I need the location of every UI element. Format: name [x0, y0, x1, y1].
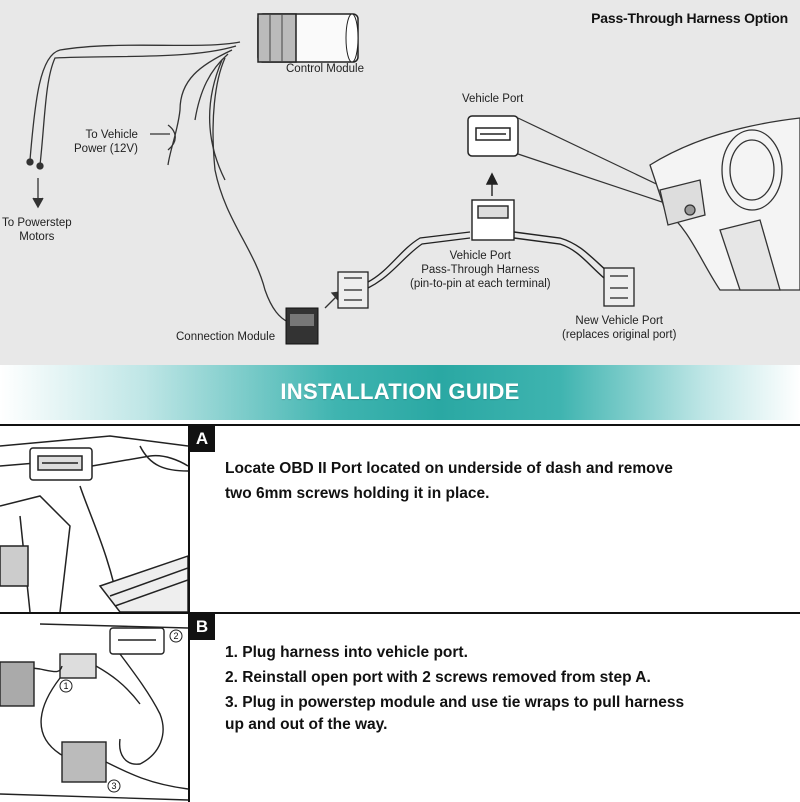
wiring-diagram: Pass-Through Harness Option Control Modu…	[0, 0, 800, 365]
step-a-badge: A	[189, 426, 215, 452]
obd-port-under-dash-sketch	[0, 435, 188, 612]
step-b: 1 2 3 B 1. Plug harness into vehicle por…	[0, 612, 800, 802]
step-a-line: Locate OBD II Port located on underside …	[225, 460, 673, 477]
new-port-line-2: (replaces original port)	[562, 329, 677, 341]
harness-right-connector	[603, 267, 635, 307]
step-b-badge: B	[189, 614, 215, 640]
to-vehicle-power-line-1: To Vehicle	[85, 129, 138, 141]
installation-banner: INSTALLATION GUIDE	[0, 365, 800, 420]
callout-2: 2	[173, 631, 178, 641]
to-powerstep-line-2: Motors	[19, 231, 55, 243]
step-b-item: up and out of the way.	[225, 716, 388, 733]
connection-module-shape	[285, 307, 319, 345]
step-a-line: two 6mm screws holding it in place.	[225, 485, 490, 502]
to-vehicle-power-label: To Vehicle Power (12V)	[74, 128, 138, 156]
harness-line-2: Pass-Through Harness	[421, 264, 540, 276]
control-module-shape	[257, 13, 359, 63]
step-b-item: 1. Plug harness into vehicle port.	[225, 644, 468, 661]
step-b-illustration: 1 2 3	[0, 614, 190, 802]
new-port-line-1: New Vehicle Port	[575, 315, 663, 327]
step-b-item: 2. Reinstall open port with 2 screws rem…	[225, 669, 651, 686]
harness-label: Vehicle Port Pass-Through Harness (pin-t…	[410, 249, 551, 291]
step-b-item: 3. Plug in powerstep module and use tie …	[225, 694, 685, 711]
banner-title: INSTALLATION GUIDE	[280, 379, 520, 404]
callout-3: 3	[111, 781, 116, 791]
new-port-label: New Vehicle Port (replaces original port…	[562, 314, 676, 342]
to-vehicle-power-line-2: Power (12V)	[74, 143, 138, 155]
vehicle-port-shape	[467, 115, 519, 157]
dashboard-sketch	[649, 117, 800, 291]
harness-install-sketch: 1 2 3	[0, 623, 188, 801]
diagram-title: Pass-Through Harness Option	[591, 10, 788, 26]
step-b-text: 1. Plug harness into vehicle port. 2. Re…	[225, 642, 684, 739]
harness-line-3: (pin-to-pin at each terminal)	[410, 278, 551, 290]
control-module-label: Control Module	[286, 63, 364, 75]
step-a: A Locate OBD II Port located on undersid…	[0, 424, 800, 612]
to-powerstep-label: To Powerstep Motors	[2, 216, 72, 244]
wiring-illustration	[26, 13, 800, 345]
step-a-text: Locate OBD II Port located on underside …	[225, 458, 673, 508]
harness-line-1: Vehicle Port	[449, 250, 511, 262]
harness-left-connector	[337, 231, 471, 309]
harness-center-port	[471, 172, 609, 279]
connection-module-label: Connection Module	[176, 331, 276, 343]
to-powerstep-line-1: To Powerstep	[2, 217, 72, 229]
vehicle-port-label: Vehicle Port	[462, 93, 524, 105]
callout-1: 1	[63, 681, 68, 691]
step-a-illustration	[0, 426, 190, 612]
